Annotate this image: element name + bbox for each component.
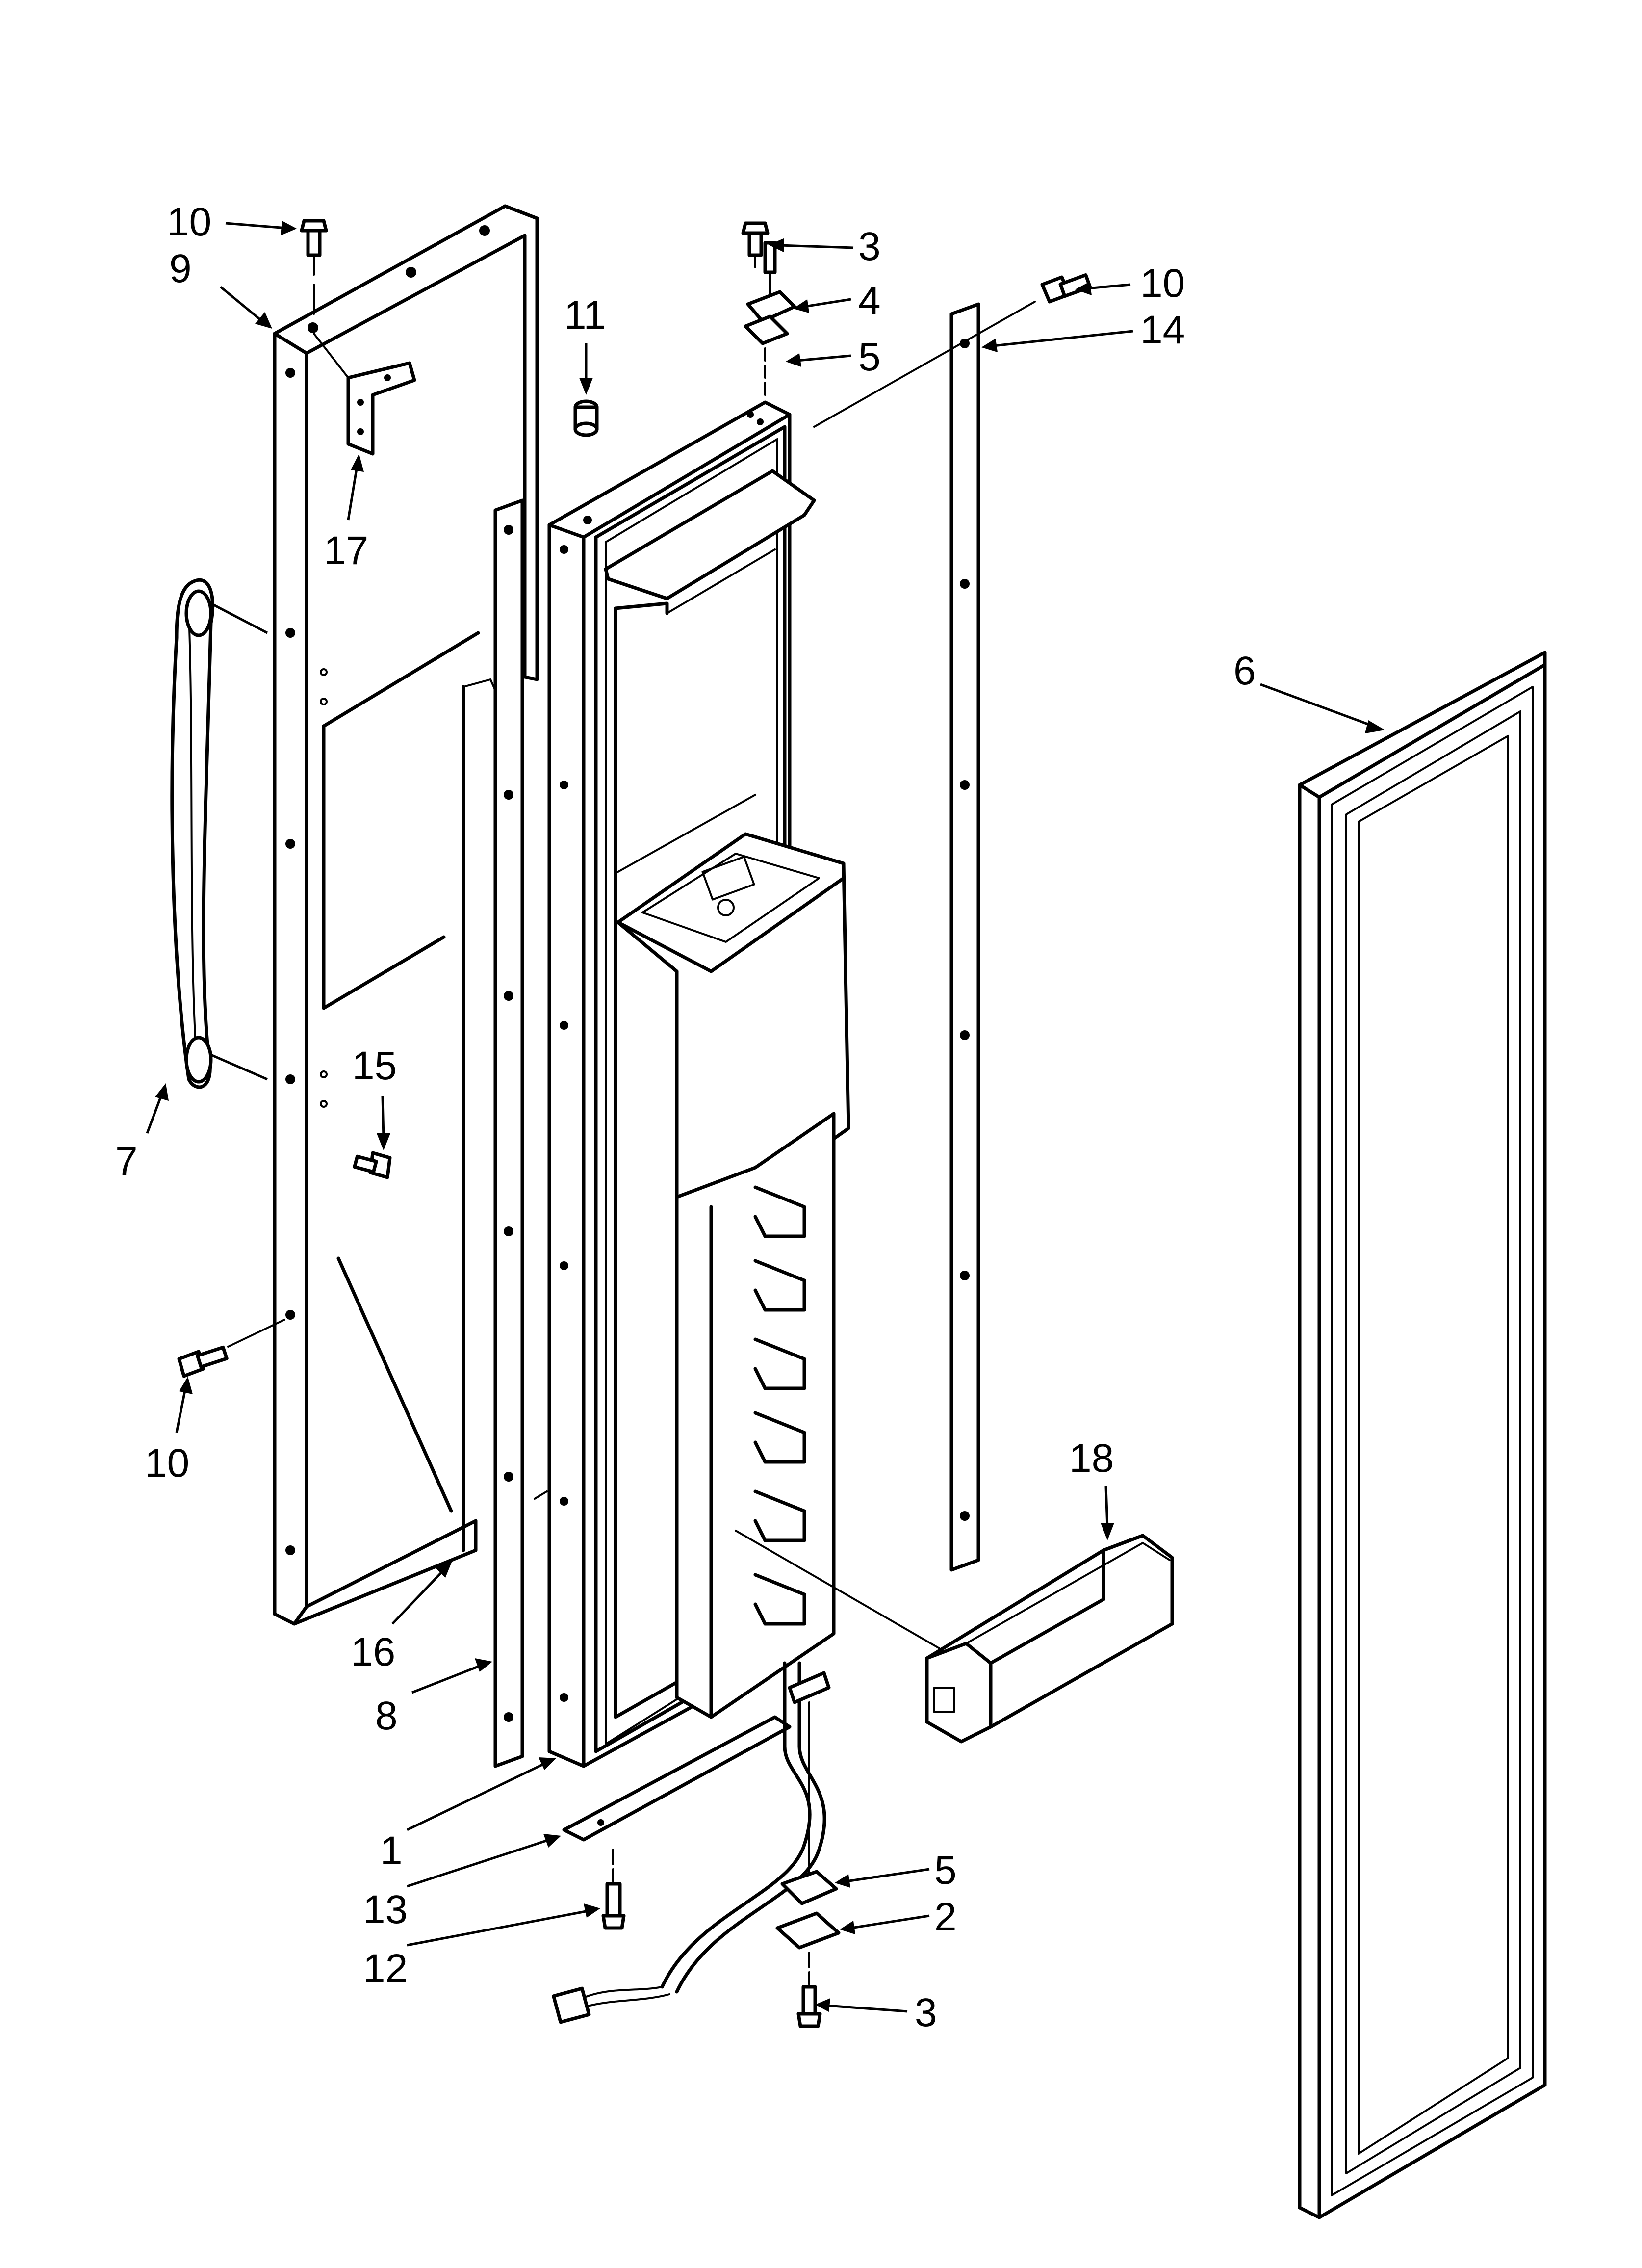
outer-door-panel [273, 204, 539, 1626]
callout-1: 1 [380, 1828, 403, 1873]
water-tube [552, 1661, 826, 2024]
callout-11: 11 [564, 293, 606, 338]
left-trim-strip [493, 498, 524, 1768]
screw-bottom-left [177, 1319, 285, 1378]
callout-7: 7 [115, 1139, 138, 1184]
callout-12: 12 [363, 1946, 408, 1991]
callout-3-bottom: 3 [915, 1990, 937, 2035]
screw-top-left [300, 219, 328, 315]
callout-10-top-left: 10 [167, 200, 211, 244]
callout-10-top-right: 10 [1140, 261, 1185, 306]
screw-15 [353, 1151, 392, 1179]
screw-top-right [1040, 273, 1092, 304]
callout-4: 4 [858, 278, 881, 323]
door-gasket [1298, 651, 1547, 2219]
callout-14: 14 [1140, 308, 1185, 352]
door-handle [170, 578, 268, 1089]
bottom-hinge-assembly [775, 1671, 841, 2028]
callout-5-top: 5 [858, 335, 881, 379]
callout-3-top: 3 [858, 224, 881, 269]
callout-13: 13 [363, 1887, 408, 1932]
callout-17: 17 [324, 528, 368, 573]
callout-8: 8 [375, 1694, 398, 1738]
callout-9: 9 [169, 246, 192, 291]
callout-15: 15 [352, 1043, 397, 1088]
door-bushing [573, 399, 599, 437]
callout-6: 6 [1233, 649, 1256, 693]
callout-labels: 10 9 17 7 15 10 16 8 1 13 12 11 3 4 5 10… [115, 200, 1256, 2035]
door-bin [925, 1534, 1174, 1744]
insulation-sheet [322, 631, 548, 1552]
screw-12 [601, 1882, 626, 1930]
inner-door-liner [547, 400, 957, 1768]
shelf-ribs [753, 1185, 806, 1626]
hinge-bracket [313, 333, 416, 456]
callout-10-bottom-left: 10 [145, 1441, 189, 1486]
leader-lines [146, 221, 1385, 2013]
top-hinge-assembly [741, 221, 796, 396]
callout-18: 18 [1069, 1436, 1114, 1481]
bottom-bracket [562, 1715, 792, 1882]
right-trim-strip [813, 301, 1036, 1572]
callout-2: 2 [934, 1895, 957, 1939]
callout-5-bottom: 5 [934, 1848, 957, 1893]
callout-16: 16 [351, 1630, 395, 1674]
